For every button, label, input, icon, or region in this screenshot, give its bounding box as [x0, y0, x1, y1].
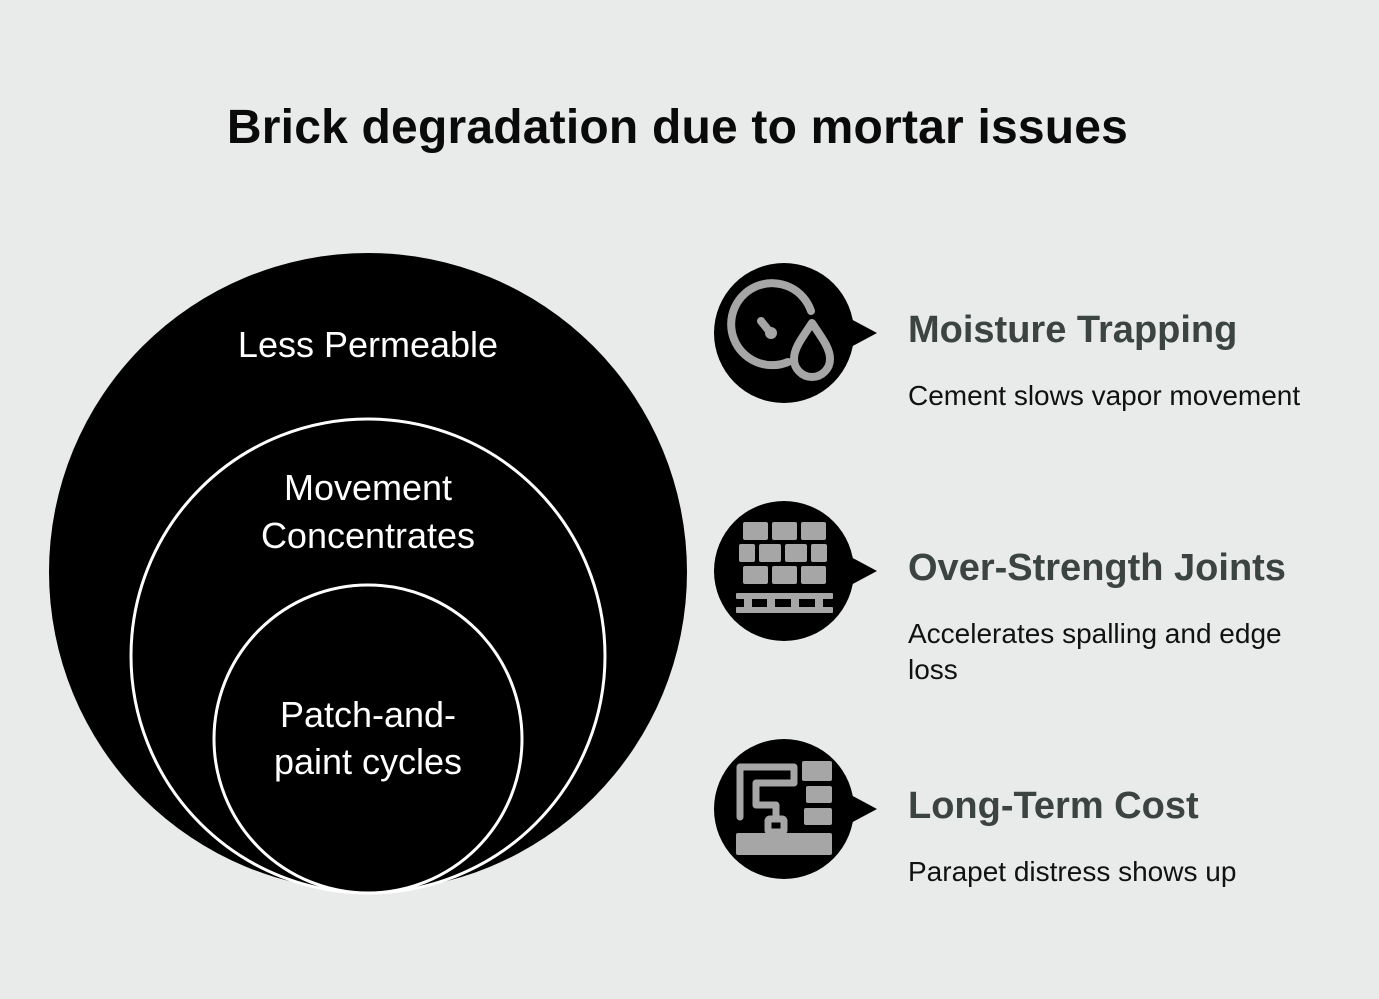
item-description: Parapet distress shows up — [908, 856, 1237, 887]
middle-circle-label-line-1: Movement — [284, 467, 452, 508]
inner-circle-label-line-2: paint cycles — [274, 741, 462, 782]
item-long-term-cost: Long-Term Cost Parapet distress shows up — [714, 739, 1354, 899]
paint-roller-wall-icon — [714, 739, 877, 879]
inner-circle — [212, 583, 524, 895]
nested-circles: Less Permeable Movement Concentrates Pat… — [49, 253, 687, 895]
middle-circle-label-line-2: Concentrates — [261, 515, 475, 556]
page-title: Brick degradation due to mortar issues — [226, 101, 1129, 154]
item-description: Cement slows vapor movement — [908, 380, 1301, 411]
item-heading: Over-Strength Joints — [908, 547, 1286, 589]
item-heading: Moisture Trapping — [908, 309, 1238, 351]
outer-circle-label: Less Permeable — [238, 324, 498, 365]
item-description: Accelerates spalling and edge loss — [908, 618, 1282, 685]
inner-circle-label-line-1: Patch-and- — [280, 694, 456, 735]
moisture-gauge-icon — [714, 263, 877, 403]
item-over-strength-joints: Over-Strength Joints Accelerates spallin… — [714, 501, 1354, 685]
item-heading: Long-Term Cost — [908, 785, 1199, 827]
item-moisture-trapping: Moisture Trapping Cement slows vapor mov… — [714, 263, 1354, 423]
brick-wall-icon — [714, 501, 877, 641]
